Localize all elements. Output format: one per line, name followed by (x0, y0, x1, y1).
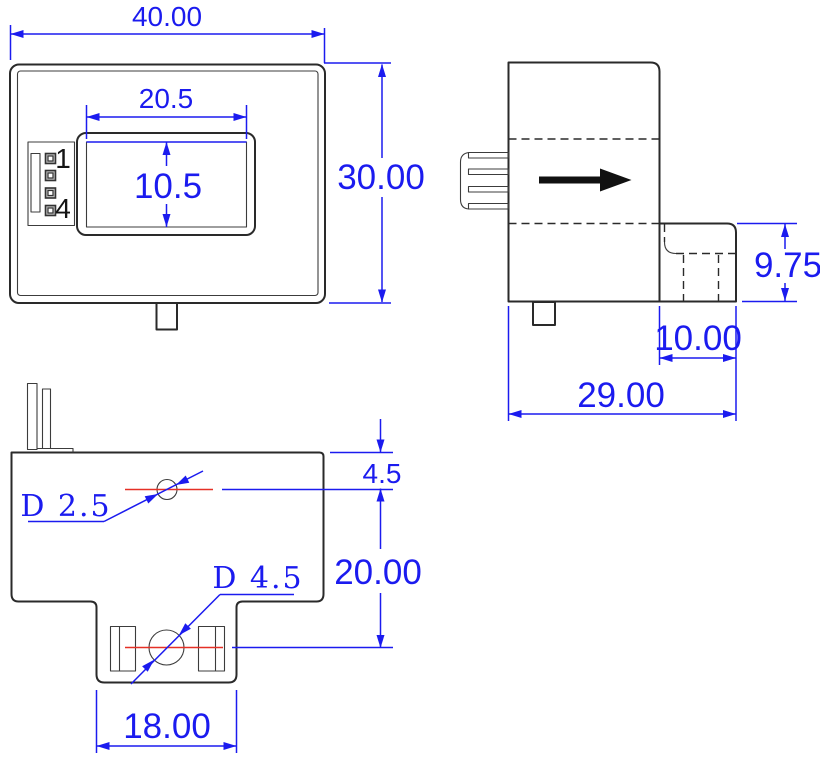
arrowhead (86, 113, 100, 121)
bottom-pin-base (37, 447, 74, 453)
dim-text-30: 30.00 (337, 158, 425, 197)
arrowhead (178, 623, 191, 636)
arrowhead (781, 224, 789, 237)
bottom-body-outline (10, 451, 325, 684)
dim-boss-width: 18.00 (95, 690, 238, 753)
arrowhead (376, 488, 385, 502)
dim-window-height: 10.5 (86, 141, 247, 227)
side-foot-fillet (663, 241, 677, 255)
dim-text-40: 40.00 (132, 1, 202, 32)
leader-small-hole: D 2.5 (20, 470, 204, 524)
direction-arrow-icon (539, 168, 632, 192)
arrowhead (508, 410, 522, 418)
arrowhead (378, 64, 386, 77)
arrowhead (162, 214, 171, 227)
arrowhead (142, 659, 155, 672)
pin-pad-2-core (47, 172, 54, 179)
arrowhead (233, 113, 247, 121)
pin-pad-4-core (47, 207, 54, 214)
arrowhead (162, 142, 171, 155)
dim-foot-height: 9.75 (737, 222, 820, 303)
side-pin-4 (467, 202, 510, 210)
dim-window-width: 20.5 (85, 83, 248, 139)
bottom-wire-pin-1 (26, 382, 38, 451)
dim-text-10-5: 10.5 (134, 167, 202, 206)
front-bottom-tab (155, 302, 178, 331)
side-pin-3 (467, 185, 510, 193)
dia-text-4-5: D 4.5 (212, 561, 303, 596)
leader-large-hole: D 4.5 (130, 561, 303, 685)
arrowhead (378, 289, 386, 303)
side-bottom-tab (532, 301, 556, 326)
pin-pad-3-core (47, 189, 54, 197)
arrowhead (144, 494, 159, 504)
dim-depth: 29.00 (507, 306, 737, 421)
side-pin-2 (467, 168, 510, 176)
bottom-wire-pin-2 (41, 388, 52, 450)
dim-front-height: 30.00 (324, 62, 425, 304)
arrowhead (96, 742, 110, 750)
dim-text-20-00: 20.00 (334, 553, 422, 592)
arrowhead (175, 475, 190, 485)
front-connector-pins (44, 152, 57, 217)
bottom-slot-right (197, 625, 226, 672)
bottom-view: 4.5 20.00 18.00 D 2.5 D 4.5 (10, 382, 422, 753)
side-pin-1 (467, 151, 510, 159)
pin-number-bottom: 4 (55, 193, 71, 224)
arrowhead (376, 439, 385, 453)
arrowhead (781, 288, 789, 301)
arrowhead (223, 742, 237, 750)
bottom-slot-left (109, 625, 137, 672)
arrowhead (723, 354, 736, 362)
dia-text-2-5: D 2.5 (20, 489, 111, 524)
dim-text-20-5: 20.5 (139, 83, 194, 114)
dim-hole-positions: 4.5 20.00 (222, 419, 422, 649)
front-body-inner-edge (16, 70, 319, 297)
side-view: 9.75 10.00 29.00 (459, 61, 820, 421)
front-connector-key (30, 152, 41, 213)
dim-foot-width: 10.00 (654, 306, 742, 365)
side-connector-pins (459, 151, 510, 210)
arrowhead (659, 354, 673, 362)
front-view: 1 4 40.00 30.00 (9, 1, 425, 331)
dim-text-18-00: 18.00 (123, 707, 211, 746)
side-pin-bracket (459, 151, 470, 210)
front-connector-outline (27, 141, 76, 227)
arrowhead (376, 635, 385, 648)
arrowhead (723, 410, 736, 418)
dim-front-width: 40.00 (9, 1, 326, 63)
dim-text-29-00: 29.00 (577, 376, 665, 415)
dim-text-9-75: 9.75 (754, 246, 820, 285)
arrowhead (10, 30, 24, 38)
arrowhead (311, 30, 325, 38)
pin-pad-1-core (47, 155, 54, 162)
front-window-outline (76, 132, 256, 236)
pin-number-top: 1 (55, 143, 71, 174)
dim-text-4-5: 4.5 (363, 458, 402, 489)
dim-text-10-00: 10.00 (654, 319, 742, 358)
